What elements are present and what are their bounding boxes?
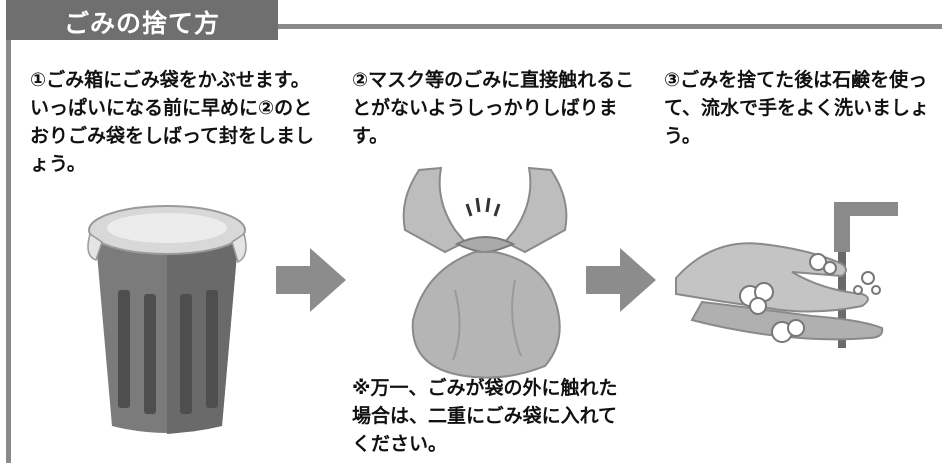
tied-garbage-bag-illustration bbox=[402, 166, 568, 379]
bin-groove bbox=[144, 294, 156, 414]
step-2-text: ②マスク等のごみに直接触れることがないようしっかりしばります。 bbox=[352, 69, 635, 147]
trash-bin-illustration bbox=[87, 205, 247, 434]
soap-bubbles bbox=[739, 253, 881, 343]
left-hand bbox=[402, 166, 467, 254]
title-tab: ごみの捨て方 bbox=[6, 0, 278, 40]
arrow-right-icon bbox=[586, 248, 656, 312]
frame-top-border bbox=[6, 24, 942, 29]
bin-groove bbox=[206, 290, 218, 408]
right-hand bbox=[503, 166, 568, 254]
hand-washing-illustration bbox=[675, 202, 898, 348]
bag-opening bbox=[107, 213, 227, 243]
lower-hand bbox=[690, 300, 884, 341]
step-3-text: ③ごみを捨てた後は石鹸を使って、流水で手をよく洗いましょう。 bbox=[664, 69, 930, 147]
bin-groove bbox=[118, 290, 130, 408]
note-text: ※万一、ごみが袋の外に触れた場合は、二重にごみ袋に入れてください。 bbox=[352, 377, 618, 455]
page-title: ごみの捨て方 bbox=[63, 9, 220, 38]
bag-body bbox=[411, 251, 561, 379]
frame-left-border bbox=[6, 24, 11, 463]
tension-lines bbox=[465, 197, 501, 217]
bin-groove bbox=[180, 294, 192, 414]
bin-shade bbox=[167, 242, 238, 434]
step-1-text: ①ごみ箱にごみ袋をかぶせます。いっぱいになる前に早めに②のとおりごみ袋をしばって… bbox=[30, 69, 315, 175]
bag-knot bbox=[454, 236, 516, 254]
bag-folds bbox=[452, 279, 522, 361]
arrow-right-icon bbox=[276, 248, 346, 312]
bag-overhang bbox=[231, 232, 247, 264]
bag-overhang bbox=[87, 232, 103, 261]
faucet-neck bbox=[834, 202, 850, 252]
